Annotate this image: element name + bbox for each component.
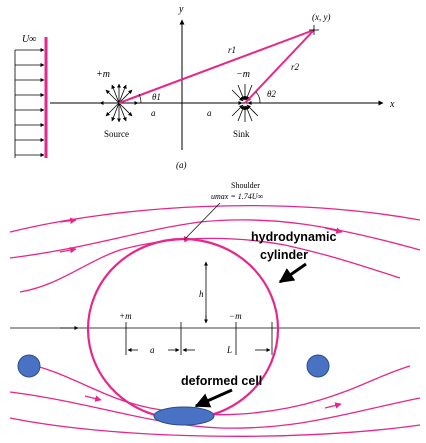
theta1-arc: [138, 93, 142, 104]
source-strength-label: +m: [96, 69, 110, 80]
b-a-label: a: [150, 345, 155, 355]
label-deformed-cell: deformed cell: [181, 374, 262, 388]
panel-a: y x U∞: [14, 4, 395, 170]
label-cylinder-line1: hydrodynamic: [251, 230, 336, 244]
theta1-label: θ1: [152, 92, 161, 102]
point-marker: [309, 25, 319, 35]
shoulder-label: Shoulder: [231, 181, 260, 190]
shoulder-leader: [183, 202, 221, 241]
label-cylinder-line2: cylinder: [260, 248, 308, 262]
a-right-label: a: [207, 108, 212, 118]
r1-line: [118, 29, 315, 104]
b-source-strength: +m: [119, 311, 132, 321]
umax-label: umax = 1.74U∞: [211, 192, 264, 201]
cell-right: [306, 354, 330, 378]
source-icon: [99, 83, 139, 123]
streamlines-upper: [9, 205, 421, 293]
panel-b: Shoulder umax = 1.74U∞ h +m −m a L: [9, 181, 421, 437]
theta2-label: θ2: [267, 89, 276, 99]
aL-dimension: [125, 322, 273, 355]
rankine-oval: [86, 237, 280, 421]
cell-pointer: [194, 388, 233, 408]
point-label: (x, y): [312, 12, 330, 22]
sink-strength-label: −m: [236, 69, 250, 80]
freestream-label: U∞: [22, 34, 36, 45]
b-L-label: L: [226, 345, 232, 355]
y-axis-label: y: [178, 4, 184, 15]
theta2-arc: [255, 91, 261, 104]
cylinder-pointer: [278, 262, 307, 284]
r1-label: r1: [228, 45, 236, 55]
streamlines-lower: [9, 361, 421, 437]
b-sink-strength: −m: [229, 311, 242, 321]
uniform-stream: [14, 37, 48, 158]
x-axis-label: x: [389, 99, 395, 110]
h-label: h: [199, 289, 204, 299]
r2-label: r2: [291, 62, 300, 72]
shoulder-flow-arrow: [169, 236, 191, 243]
cell-left: [17, 354, 41, 378]
sink-label: Sink: [233, 129, 250, 139]
r2-line: [244, 29, 315, 104]
deformed-cell: [153, 406, 215, 426]
a-left-label: a: [151, 108, 156, 118]
panel-a-caption: (a): [176, 160, 187, 170]
source-label: Source: [104, 129, 129, 139]
